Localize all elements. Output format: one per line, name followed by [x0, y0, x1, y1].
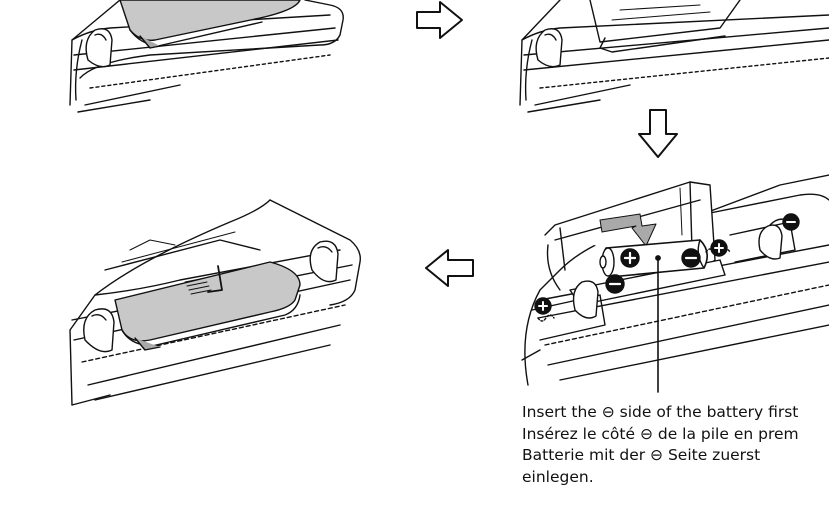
minus-terminal-icon — [605, 274, 625, 294]
device-panel-bottom-right — [521, 174, 829, 393]
caption-line-french: Insérez le côté ⊖ de la pile en prem — [522, 424, 799, 443]
caption-line-german-cont: einlegen. — [522, 467, 594, 486]
device-panel-top-left — [69, 0, 344, 113]
arrow-left-icon — [425, 249, 474, 287]
arrow-right-icon — [416, 1, 463, 39]
plus-terminal-icon — [620, 248, 640, 268]
minus-terminal-icon — [681, 248, 701, 268]
minus-terminal-icon — [782, 213, 800, 231]
caption-line-english: Insert the ⊖ side of the battery first — [522, 403, 799, 421]
battery-cover — [114, 261, 301, 342]
arrow-down-icon — [638, 109, 678, 158]
device-panel-top-right — [519, 0, 829, 113]
battery-insertion-caption: Insert the ⊖ side of the battery first I… — [522, 402, 829, 488]
caption-line-german: Batterie mit der ⊖ Seite zuerst — [522, 446, 761, 464]
plus-terminal-icon — [534, 297, 552, 315]
plus-terminal-icon — [710, 239, 728, 257]
device-panel-bottom-left — [69, 199, 361, 406]
